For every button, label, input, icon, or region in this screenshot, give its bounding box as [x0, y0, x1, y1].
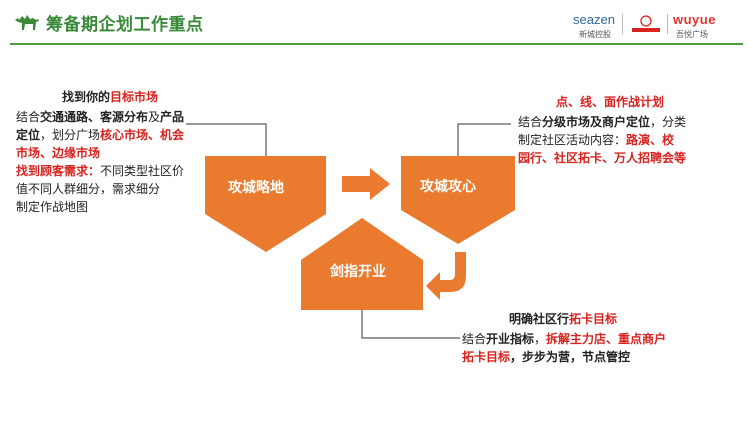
text-run: 路演、校	[626, 133, 675, 147]
text-run: 结合	[518, 115, 543, 129]
step-shape-3	[301, 218, 423, 310]
step-shape-1	[205, 156, 326, 252]
block1-title-b: 目标市场	[110, 90, 159, 104]
wuyue-logo: wuyue	[673, 12, 716, 27]
step-label-3: 剑指开业	[330, 264, 386, 280]
wuyue-logo-sub: 吾悦广场	[676, 30, 708, 39]
block1-line5: 值不同人群细分，需求细分	[16, 182, 161, 196]
block1-line6: 制定作战地图	[16, 200, 89, 214]
block2-body: 结合分级市场及商户定位，分类 制定社区活动内容：路演、校 园行、社区拓卡、万人招…	[518, 113, 748, 167]
text-run: 拓卡目标	[462, 350, 511, 364]
block1-line4: 找到顾客需求：不同类型社区价	[16, 162, 256, 180]
block1-line1: 结合交通通路、客源分布及产品	[16, 108, 256, 126]
text-run: 开业指标	[486, 332, 535, 346]
logo-divider	[667, 14, 668, 34]
step-label-2: 攻城攻心	[420, 179, 476, 195]
text-run: 拆解主力店、重点商户	[546, 332, 667, 346]
right-arrow-icon	[342, 168, 390, 200]
block2-line3: 园行、社区拓卡、万人招聘会等	[518, 151, 687, 165]
text-run: ，	[534, 332, 547, 346]
text-run: ，划分广场	[40, 128, 101, 142]
block2-line2: 制定社区活动内容：路演、校	[518, 131, 748, 149]
block3-title-a: 明确社区行	[509, 312, 570, 326]
curved-arrow-icon	[426, 252, 466, 300]
logo-divider	[622, 14, 623, 34]
block1-line2: 定位，划分广场核心市场、机会	[16, 126, 256, 144]
seazen-logo: seazen	[573, 12, 615, 27]
text-run: 制定社区活动内容：	[518, 133, 627, 147]
step-shape-2	[401, 156, 515, 244]
connector-line	[361, 304, 460, 339]
block3-title-b: 拓卡目标	[569, 312, 618, 326]
text-run: 市场、边缘市场	[16, 146, 101, 160]
header-rule	[10, 43, 743, 45]
block3-title: 明确社区行拓卡目标	[509, 310, 617, 327]
text-run: 结合	[462, 332, 487, 346]
text-run: 及	[148, 110, 161, 124]
text-run: 结合	[16, 110, 41, 124]
wuyue-logo-text: wuyue	[673, 12, 716, 27]
connector-line	[186, 123, 267, 156]
text-run: 交通通路、客源分布	[40, 110, 149, 124]
block3-line1: 结合开业指标，拆解主力店、重点商户	[462, 330, 742, 348]
text-run: 核心市场、机会	[100, 128, 185, 142]
seazen-logo-text: seazen	[573, 12, 615, 27]
text-run: 不同类型社区价	[100, 164, 185, 178]
camel-icon	[15, 15, 39, 30]
text-run: 产品	[160, 110, 185, 124]
block2-line1: 结合分级市场及商户定位，分类	[518, 113, 748, 131]
block3-body: 结合开业指标，拆解主力店、重点商户 拓卡目标，步步为营，节点管控	[462, 330, 742, 366]
block1-title-a: 找到你的	[62, 90, 111, 104]
block3-line2: 拓卡目标，步步为营，节点管控	[462, 348, 742, 366]
block1-line3: 市场、边缘市场	[16, 144, 256, 162]
step-label-1: 攻城略地	[228, 180, 284, 196]
page-title: 筹备期企划工作重点	[46, 15, 204, 35]
text-run: 定位	[16, 128, 41, 142]
text-run: 分级市场及商户定位	[542, 115, 651, 129]
text-run: ，步步为营，节点管控	[510, 350, 631, 364]
text-run: ，分类	[650, 115, 687, 129]
seazen-logo-sub: 新城控股	[579, 30, 611, 39]
connector-line	[457, 123, 511, 156]
block1-title: 找到你的目标市场	[62, 88, 158, 105]
block1-body: 结合交通通路、客源分布及产品 定位，划分广场核心市场、机会 市场、边缘市场 找到…	[16, 108, 256, 216]
text-run: 找到顾客需求：	[16, 164, 101, 178]
header-bar: 筹备期企划工作重点 seazen 新城控股 wuyue 吾悦广场	[0, 0, 753, 42]
partner-emblem-icon	[632, 15, 660, 32]
block2-title: 点、线、面作战计划	[556, 95, 665, 109]
